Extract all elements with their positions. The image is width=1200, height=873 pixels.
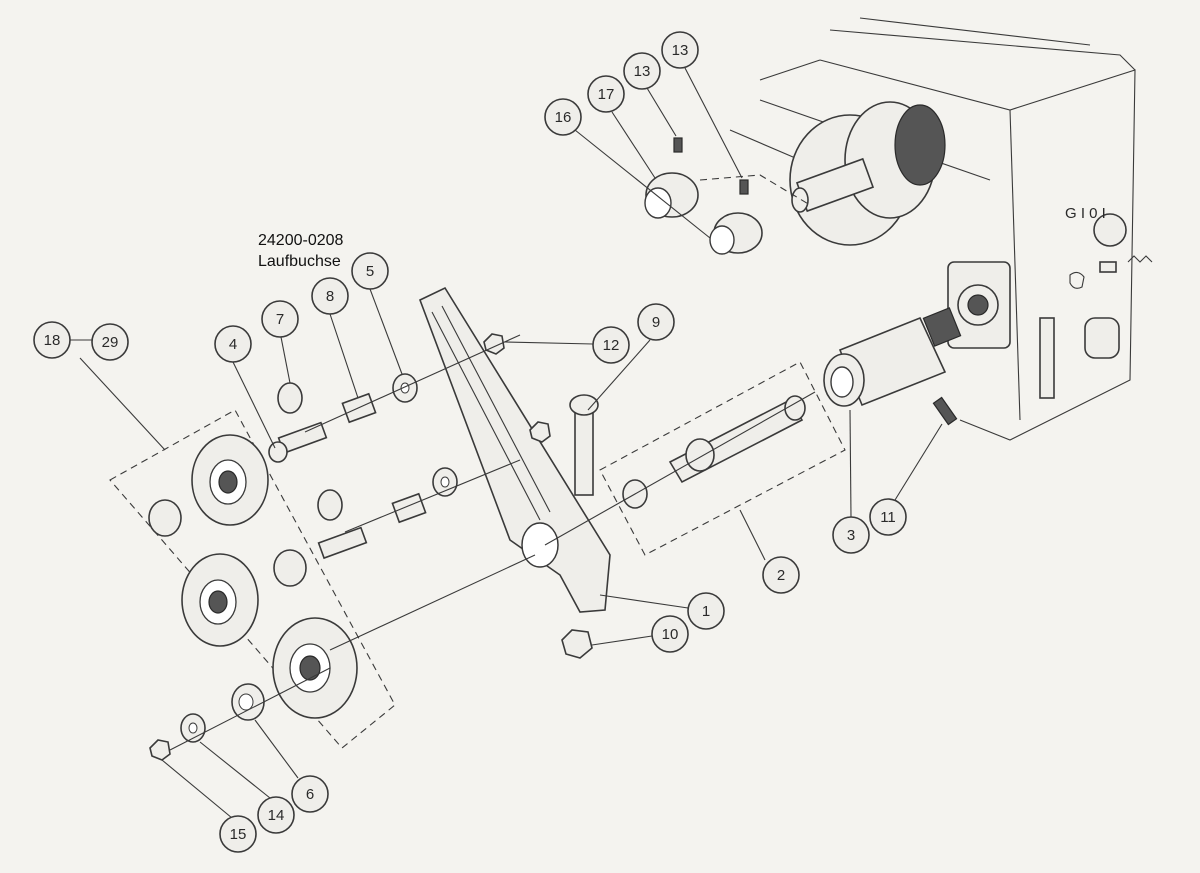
gear-group-box [109, 409, 396, 749]
callout-8: 8 [311, 277, 359, 399]
screw-11 [932, 396, 958, 426]
svg-text:3: 3 [847, 527, 855, 544]
bushing-lower [391, 492, 427, 524]
wave-symbol [1127, 255, 1153, 263]
callout-13b: 13 [661, 31, 743, 179]
svg-text:17: 17 [598, 86, 615, 103]
svg-text:13: 13 [634, 63, 651, 80]
callout-16: 16 [544, 98, 711, 239]
callout-14: 14 [199, 741, 295, 834]
switch-button [1084, 317, 1120, 359]
headstock-housing: G I 0 I [729, 17, 1153, 441]
indicator-box [1099, 261, 1117, 273]
clip-7 [277, 382, 303, 414]
nut-10 [561, 629, 593, 659]
part-name: Laufbuchse [258, 253, 341, 270]
svg-text:9: 9 [652, 314, 660, 331]
svg-text:11: 11 [880, 509, 896, 526]
callout-7: 7 [261, 300, 299, 384]
svg-text:1: 1 [702, 603, 710, 620]
callout-9: 9 [587, 303, 675, 411]
svg-text:15: 15 [230, 826, 247, 843]
part-note: 24200-0208 Laufbuchse [258, 230, 343, 272]
callout-12: 12 [504, 326, 630, 364]
svg-text:2: 2 [777, 567, 785, 584]
svg-text:4: 4 [229, 336, 237, 353]
svg-text:18: 18 [44, 332, 61, 349]
svg-text:14: 14 [268, 807, 285, 824]
callout-29: 29 [91, 323, 129, 361]
selector-text: G I 0 I [1065, 205, 1106, 222]
svg-text:12: 12 [603, 337, 620, 354]
gear-upper [191, 434, 269, 526]
set-screw-13b [739, 179, 749, 195]
gear-middle [181, 553, 259, 647]
shaft-2 [622, 395, 806, 509]
callout-11: 11 [869, 423, 943, 536]
callout-2: 2 [739, 509, 800, 594]
callout-3: 3 [832, 409, 870, 554]
small-gear-left [148, 499, 182, 537]
svg-text:10: 10 [662, 626, 679, 643]
clip-lower [317, 489, 343, 521]
svg-text:13: 13 [672, 42, 689, 59]
gear-lower [272, 617, 358, 719]
nut-15 [149, 739, 171, 761]
svg-text:16: 16 [555, 109, 572, 126]
callout-13a: 13 [623, 52, 677, 137]
set-screw-13a [673, 137, 683, 153]
mounting-bracket [1039, 317, 1055, 399]
callout-15: 15 [161, 759, 257, 853]
callout-6: 6 [254, 719, 329, 813]
callout-1: 1 [599, 592, 725, 630]
svg-text:29: 29 [102, 334, 119, 351]
svg-text:8: 8 [326, 288, 334, 305]
svg-text:5: 5 [366, 263, 374, 280]
selector-knob [1093, 213, 1127, 247]
callout-18: 18 [33, 321, 71, 359]
gear-17 [644, 172, 699, 219]
callout-4: 4 [214, 325, 276, 449]
callout-10: 10 [591, 615, 689, 653]
hand-symbol [1069, 271, 1085, 289]
gear-16 [709, 212, 763, 255]
stud-lower [317, 526, 368, 560]
svg-text:7: 7 [276, 311, 284, 328]
bushing-3 [823, 307, 962, 407]
lever-arm-1 [418, 286, 611, 613]
small-gear-mid [273, 549, 307, 587]
callout-5: 5 [351, 252, 403, 375]
spindle-assembly [789, 101, 946, 246]
svg-text:6: 6 [306, 786, 314, 803]
callout-18-29-leader [79, 357, 166, 451]
shaft-group-box [599, 361, 846, 556]
part-number: 24200-0208 [258, 232, 344, 249]
callout-17: 17 [587, 75, 656, 179]
nut-upper [529, 421, 551, 443]
